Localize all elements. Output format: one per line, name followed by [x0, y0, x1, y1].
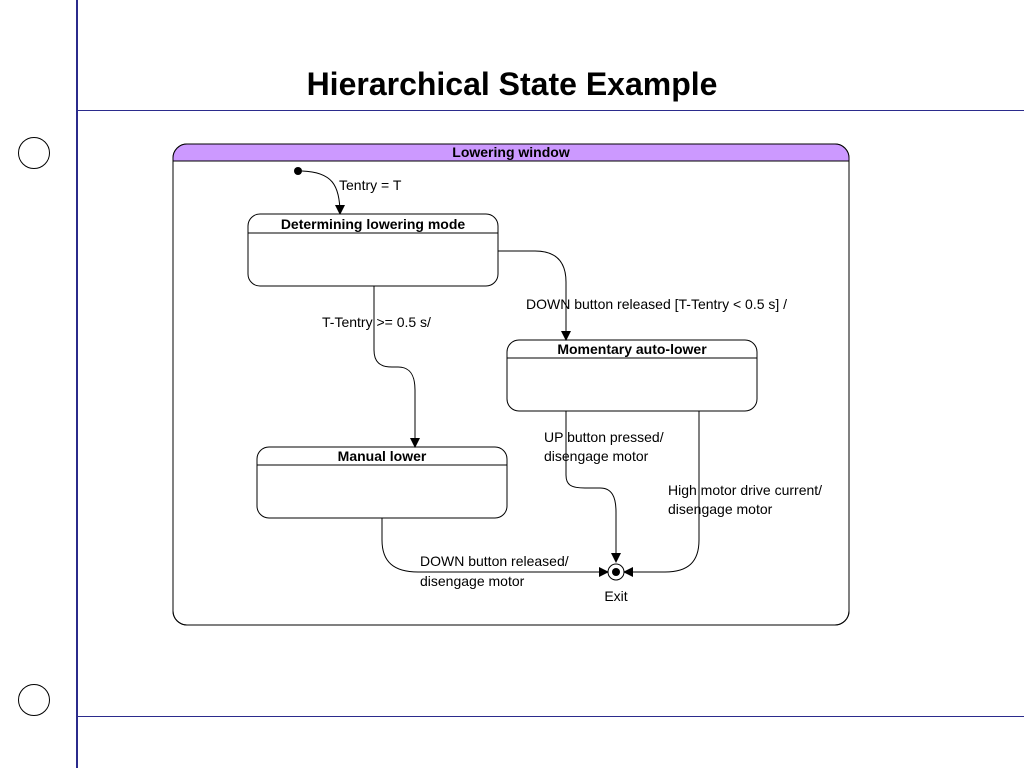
superstate-header-fill: [173, 144, 849, 161]
transition-manual-down-label-line1: DOWN button released/: [420, 553, 569, 569]
left-margin-rule: [76, 0, 78, 768]
transition-high-current-label-line2: disengage motor: [668, 501, 773, 517]
final-state-label: Exit: [604, 588, 627, 604]
state-name: Determining lowering mode: [281, 216, 466, 232]
transition-initial: [301, 170, 345, 215]
state-name: Manual lower: [338, 448, 427, 464]
transition-initial-label: Tentry = T: [339, 177, 402, 193]
transition-up-pressed: [565, 411, 621, 563]
transition-to-manual-label: T-Tentry >= 0.5 s/: [322, 314, 431, 330]
transition-high-current: [623, 411, 700, 577]
transition-to-manual: [373, 286, 420, 448]
transition-manual-down-label-line2: disengage motor: [420, 573, 525, 589]
state-manual-lower: Manual lower: [256, 446, 508, 519]
punch-hole-top: [18, 137, 50, 169]
punch-hole-bottom: [18, 684, 50, 716]
final-state-dot: [612, 568, 620, 576]
bottom-rule: [76, 716, 1024, 717]
final-state-exit: Exit: [604, 563, 628, 604]
transition-high-current-label-line1: High motor drive current/: [668, 482, 822, 498]
state-box: [247, 213, 499, 287]
state-momentary-auto-lower: Momentary auto-lower: [506, 339, 758, 412]
initial-pseudostate: [294, 167, 302, 175]
transition-up-pressed-label-line1: UP button pressed/: [544, 429, 664, 445]
state-name: Momentary auto-lower: [557, 341, 707, 357]
superstate-outline: [172, 143, 850, 626]
transition-to-momentary-label: DOWN button released [T-Tentry < 0.5 s] …: [526, 296, 787, 312]
transition-to-momentary: [498, 250, 571, 341]
state-determining-lowering-mode: Determining lowering mode: [247, 213, 499, 287]
transition-up-pressed-label-line2: disengage motor: [544, 448, 649, 464]
transition-manual-down: [381, 518, 609, 577]
superstate-name: Lowering window: [452, 144, 570, 160]
slide-title: Hierarchical State Example: [306, 66, 718, 102]
top-rule: [76, 110, 1024, 111]
